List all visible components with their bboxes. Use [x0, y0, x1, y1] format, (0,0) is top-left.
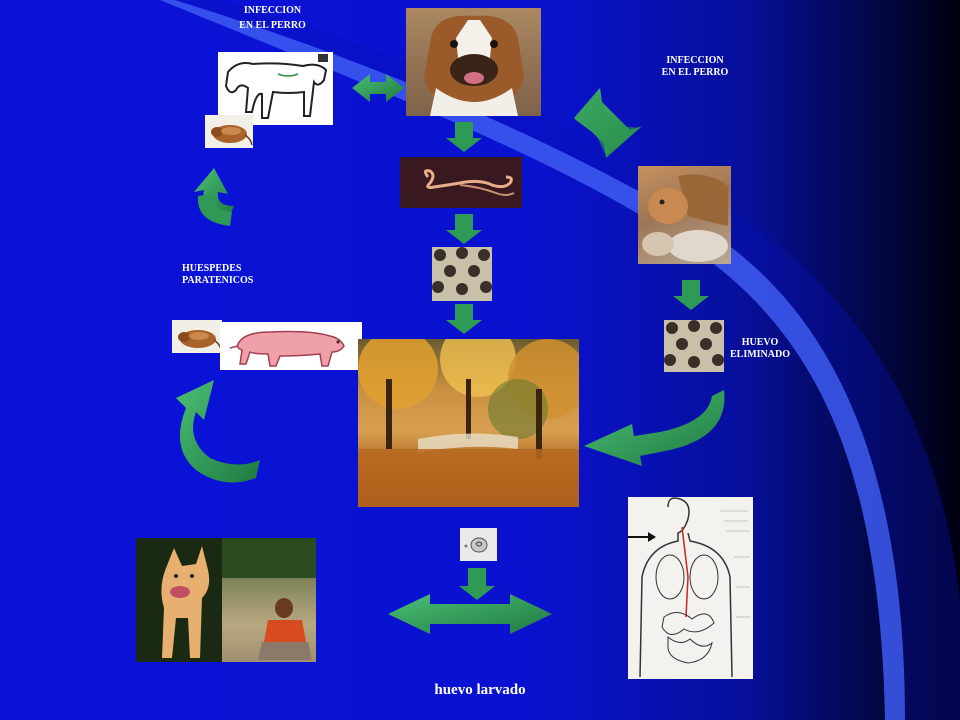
down-arrow-icon — [446, 214, 482, 244]
down-arrow-icon — [459, 568, 495, 600]
boxer-dog-photo — [406, 8, 541, 116]
down-arrow-icon — [446, 122, 482, 152]
park-photo — [358, 339, 579, 507]
label-line: ELIMINADO — [729, 349, 790, 360]
dog-sketch-icon — [218, 52, 333, 125]
label-line: INFECCION — [243, 5, 302, 16]
worm-icon — [400, 157, 522, 208]
label-line: HUESPEDES — [182, 263, 242, 274]
label-line: PARATENICOS — [182, 275, 254, 286]
caption-larvated-egg: huevo larvado — [434, 682, 526, 698]
label-line: EN EL PERRO — [661, 67, 729, 78]
down-arrow-icon — [446, 304, 482, 334]
label-egg-eliminated: HUEVO ELIMINADO — [720, 337, 800, 361]
egg-pattern-icon — [432, 247, 492, 301]
down-arrow-icon — [673, 280, 709, 310]
label-paratenic-hosts: HUESPEDES PARATENICOS — [182, 263, 282, 287]
pig-icon — [220, 322, 362, 370]
label-line: INFECCION — [666, 55, 724, 66]
label-infection-top-right: INFECCION EN EL PERRO — [645, 55, 745, 79]
rodent-icon — [205, 115, 253, 148]
double-arrow-icon — [388, 594, 552, 634]
curved-arrow-icon — [584, 390, 725, 466]
curved-arrow-icon — [176, 380, 260, 483]
label-infection-top-left: INFECCION EN EL PERRO — [225, 5, 320, 32]
dog-child-photo — [136, 538, 316, 662]
double-arrow-icon — [352, 74, 404, 102]
diagonal-double-arrow-icon — [574, 88, 642, 158]
label-line: HUEVO — [741, 337, 779, 348]
curved-arrow-icon — [194, 168, 234, 226]
anatomy-sketch — [628, 497, 753, 679]
puppies-photo — [638, 166, 731, 264]
egg-pattern-icon — [664, 320, 724, 372]
label-line: EN EL PERRO — [239, 20, 306, 31]
rodent-icon — [172, 320, 222, 353]
egg-icon — [460, 528, 497, 561]
